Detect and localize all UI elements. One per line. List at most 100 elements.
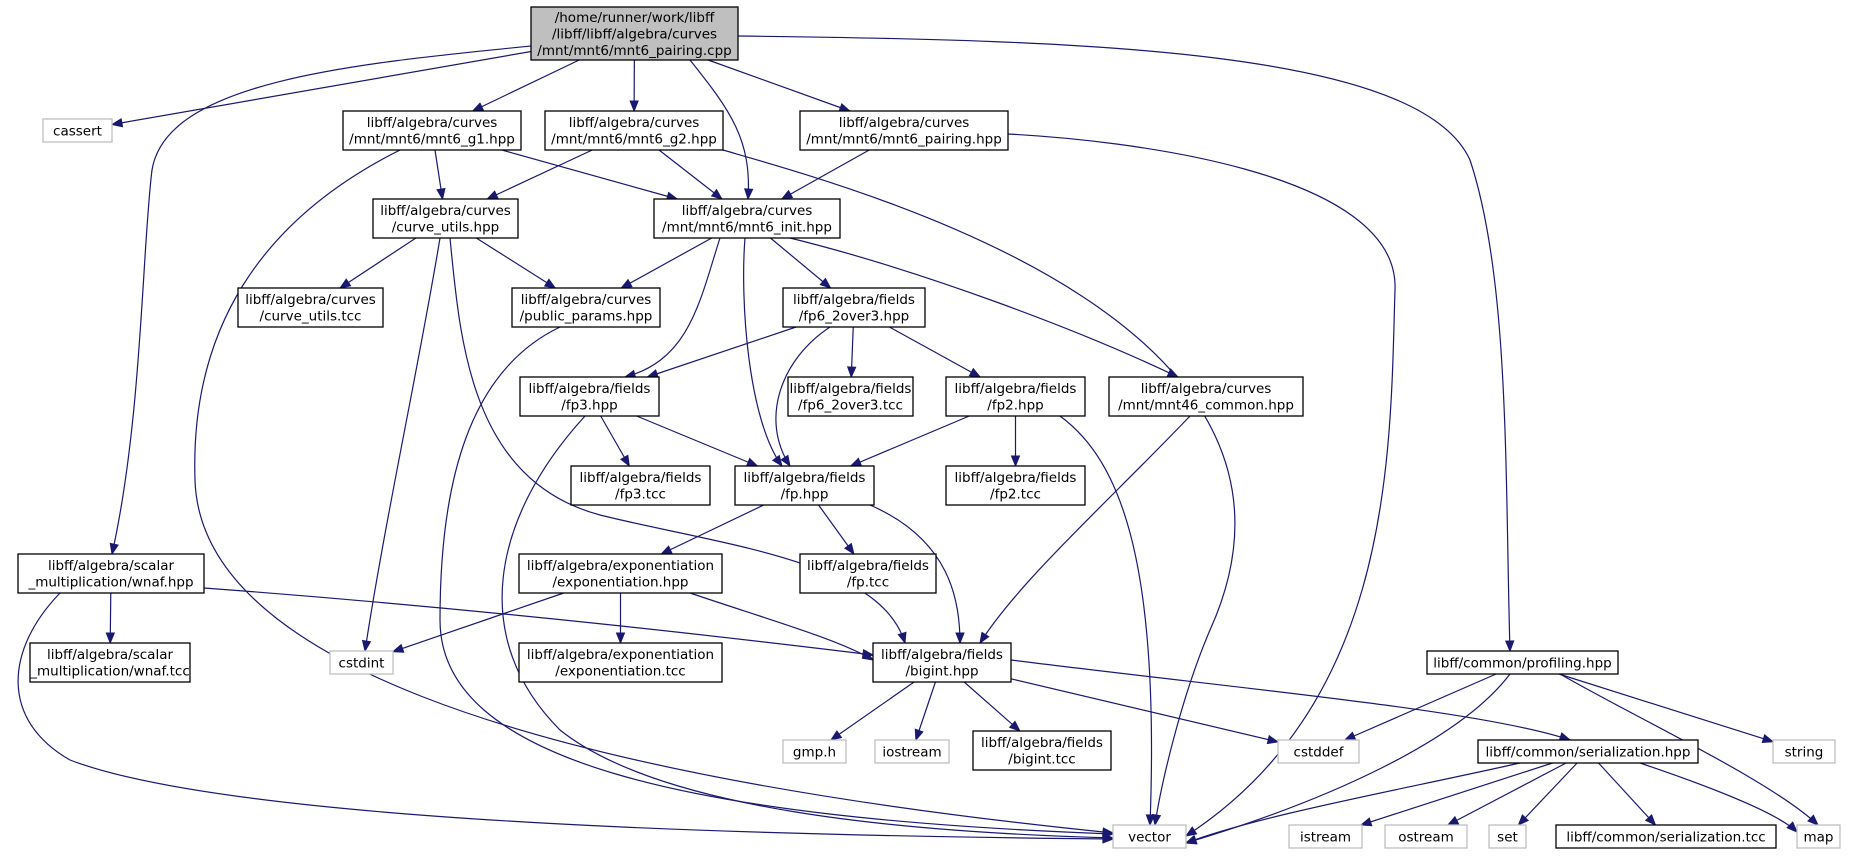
edge-fp6-2over3-hpp-to-fp2-hpp [889, 326, 982, 378]
node-label: /libff/libff/algebra/curves [552, 26, 717, 42]
edge-curve-utils-hpp-to-public-params [475, 237, 557, 289]
edge-root-to-profiling [737, 35, 1515, 653]
node-label: /mnt/mnt6/mnt6_g1.hpp [349, 132, 515, 148]
node-public-params[interactable]: libff/algebra/curves/public_params.hpp [511, 287, 661, 328]
edge-curve-utils-hpp-to-cstdint [361, 237, 441, 653]
edge-curve-utils-hpp-to-curve-utils-tcc [338, 237, 417, 289]
node-fp6-2over3-tcc[interactable]: libff/algebra/fields/fp6_2over3.tcc [787, 376, 914, 417]
node-exponentiation-hpp[interactable]: libff/algebra/exponentiation/exponentiat… [518, 553, 723, 594]
node-label: /home/runner/work/libff [555, 10, 715, 26]
node-bigint-hpp[interactable]: libff/algebra/fields/bigint.hpp [872, 642, 1012, 683]
edge-mnt46-common-to-bigint-hpp [979, 415, 1191, 645]
edge-layer [17, 35, 1819, 845]
node-label: _multiplication/wnaf.hpp [27, 575, 193, 591]
node-fp2-hpp[interactable]: libff/algebra/fields/fp2.hpp [945, 376, 1086, 417]
node-label: libff/algebra/fields [580, 470, 702, 486]
node-label: cassert [53, 123, 102, 139]
edge-fp3-hpp-to-fp3-tcc [600, 415, 630, 468]
node-set: set [1488, 824, 1527, 849]
edge-mnt6-g2-to-mnt6-init [658, 149, 724, 200]
node-label: gmp.h [793, 744, 836, 760]
edge-fp6-2over3-hpp-to-fp6-2over3-tcc [846, 326, 857, 379]
node-curve-utils-hpp[interactable]: libff/algebra/curves/curve_utils.hpp [372, 198, 519, 239]
node-profiling[interactable]: libff/common/profiling.hpp [1426, 650, 1619, 675]
node-label: libff/algebra/exponentiation [527, 647, 714, 663]
edge-root-to-wnaf-hpp [109, 45, 532, 556]
node-serialization-hpp[interactable]: libff/common/serialization.hpp [1477, 739, 1699, 764]
edge-mnt6-pairing-to-vector [1007, 133, 1396, 837]
node-label: map [1804, 829, 1834, 845]
node-fp3-tcc[interactable]: libff/algebra/fields/fp3.tcc [570, 465, 711, 506]
node-fp3-hpp[interactable]: libff/algebra/fields/fp3.hpp [519, 376, 660, 417]
node-istream: istream [1288, 824, 1363, 849]
node-label: cstdint [339, 655, 385, 671]
node-label: libff/algebra/fields [981, 735, 1103, 751]
node-fp6-2over3-hpp[interactable]: libff/algebra/fields/fp6_2over3.hpp [782, 287, 926, 328]
node-label: libff/common/serialization.hpp [1486, 744, 1691, 760]
node-label: libff/algebra/curves [569, 115, 700, 131]
node-string: string [1772, 739, 1836, 764]
node-label: /bigint.hpp [905, 664, 978, 680]
node-label: /fp2.hpp [987, 398, 1043, 414]
edge-serialization-hpp-to-vector [1184, 762, 1521, 844]
node-mnt6-init[interactable]: libff/algebra/curves/mnt/mnt6/mnt6_init.… [653, 198, 841, 239]
edge-wnaf-hpp-to-wnaf-tcc [105, 592, 116, 645]
node-wnaf-tcc[interactable]: libff/algebra/scalar_multiplication/wnaf… [29, 642, 191, 683]
edge-wnaf-hpp-to-vector [17, 592, 1115, 844]
node-label: libff/algebra/curves [380, 203, 511, 219]
edge-fp3-hpp-to-fp-hpp [636, 415, 759, 467]
node-mnt46-common[interactable]: libff/algebra/curves/mnt/mnt46_common.hp… [1108, 376, 1304, 417]
edge-fp2-hpp-to-fp2-tcc [1010, 416, 1021, 468]
node-vector: vector [1112, 824, 1187, 849]
edge-bigint-hpp-to-bigint-tcc [963, 681, 1021, 732]
edge-mnt6-g2-to-curve-utils-hpp [486, 149, 593, 200]
node-layer: /home/runner/work/libff/libff/libff/alge… [17, 6, 1841, 849]
edge-exponentiation-hpp-to-bigint-hpp [689, 592, 875, 661]
node-iostream: iostream [874, 739, 950, 764]
node-bigint-tcc[interactable]: libff/algebra/fields/bigint.tcc [972, 730, 1112, 771]
edge-profiling-to-string [1558, 673, 1775, 744]
node-label: /fp2.tcc [990, 487, 1041, 503]
node-root[interactable]: /home/runner/work/libff/libff/libff/alge… [530, 6, 739, 61]
node-mnt6-g1[interactable]: libff/algebra/curves/mnt/mnt6/mnt6_g1.hp… [342, 110, 522, 151]
node-label: istream [1300, 829, 1351, 845]
node-label: libff/algebra/fields [790, 381, 912, 397]
node-fp-hpp[interactable]: libff/algebra/fields/fp.hpp [734, 465, 875, 506]
node-label: ostream [1398, 829, 1454, 845]
node-label: /bigint.tcc [1008, 752, 1075, 768]
edge-serialization-hpp-to-set [1517, 762, 1578, 826]
edge-mnt6-init-to-fp-hpp [743, 237, 783, 468]
node-serialization-tcc[interactable]: libff/common/serialization.tcc [1555, 824, 1777, 849]
edge-root-to-cassert [110, 50, 532, 128]
edge-mnt6-pairing-to-mnt6-init [780, 149, 870, 200]
node-exponentiation-tcc[interactable]: libff/algebra/exponentiation/exponentiat… [518, 642, 723, 683]
node-label: _multiplication/wnaf.tcc [29, 664, 190, 680]
edge-root-to-mnt6-pairing [707, 59, 852, 112]
node-label: /fp.hpp [781, 487, 829, 503]
node-label: set [1497, 829, 1518, 845]
node-label: /mnt/mnt6/mnt6_pairing.hpp [806, 132, 1002, 148]
node-label: libff/common/profiling.hpp [1433, 655, 1611, 671]
edge-bigint-hpp-to-gmp [829, 681, 915, 741]
node-cassert: cassert [42, 118, 113, 143]
node-label: libff/algebra/curves [682, 203, 813, 219]
node-mnt6-pairing[interactable]: libff/algebra/curves/mnt/mnt6/mnt6_pairi… [799, 110, 1009, 151]
node-label: /fp3.hpp [561, 398, 617, 414]
node-wnaf-hpp[interactable]: libff/algebra/scalar_multiplication/wnaf… [17, 553, 205, 594]
node-label: libff/algebra/fields [955, 381, 1077, 397]
node-label: libff/algebra/fields [881, 647, 1003, 663]
node-label: /curve_utils.tcc [260, 309, 362, 325]
node-mnt6-g2[interactable]: libff/algebra/curves/mnt/mnt6/mnt6_g2.hp… [544, 110, 724, 151]
edge-profiling-to-cstddef [1343, 673, 1497, 741]
node-fp2-tcc[interactable]: libff/algebra/fields/fp2.tcc [945, 465, 1086, 506]
node-label: libff/algebra/scalar [47, 647, 174, 663]
edge-serialization-hpp-to-serialization-tcc [1598, 762, 1657, 826]
edge-fp2-hpp-to-vector [1059, 415, 1156, 827]
node-label: /mnt/mnt6/mnt6_pairing.cpp [537, 43, 731, 59]
node-fp-tcc[interactable]: libff/algebra/fields/fp.tcc [799, 553, 937, 594]
node-label: string [1785, 744, 1824, 760]
node-label: vector [1128, 829, 1171, 845]
edge-mnt6-g2-to-vector [722, 149, 1236, 827]
node-curve-utils-tcc[interactable]: libff/algebra/curves/curve_utils.tcc [237, 287, 384, 328]
